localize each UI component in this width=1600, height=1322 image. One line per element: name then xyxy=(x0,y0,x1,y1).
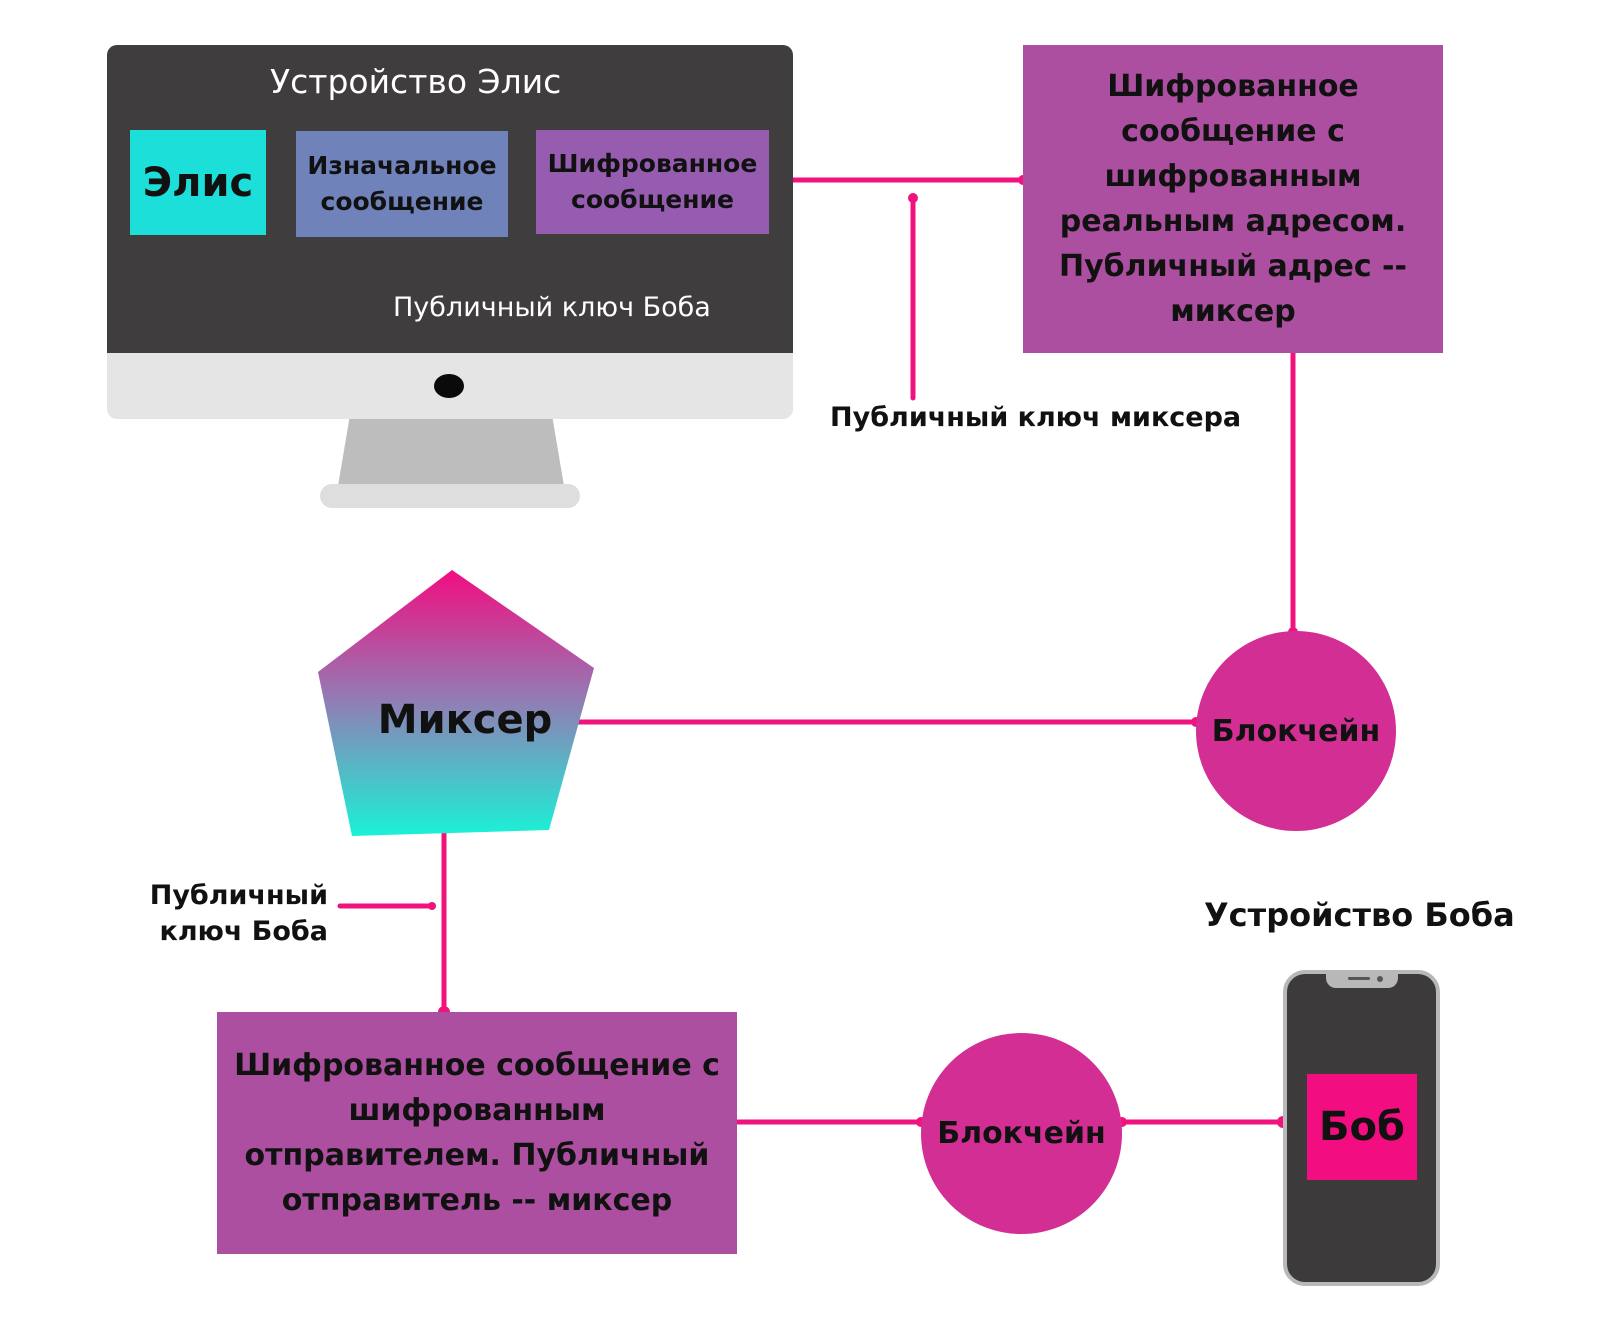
connector-dot xyxy=(908,193,918,203)
encrypted-real-address-box: Шифрованное сообщение с шифрованным реал… xyxy=(1023,45,1443,353)
encrypted-message-label: Шифрованное сообщение xyxy=(547,148,758,214)
phone-camera-icon xyxy=(1377,976,1383,982)
alice-box: Элис xyxy=(130,130,266,235)
connector-dot xyxy=(428,902,436,910)
encrypted-sender-box: Шифрованное сообщение с шифрованным отпр… xyxy=(217,1012,737,1254)
original-message-box: Изначальное сообщение xyxy=(296,131,508,237)
bob-label: Боб xyxy=(1319,1104,1405,1150)
blockchain-lower-label: Блокчейн xyxy=(937,1116,1106,1151)
mixer-pentagon xyxy=(318,570,594,836)
encrypted-message-box: Шифрованное сообщение xyxy=(536,130,769,234)
mixer-label-wrap: Миксер xyxy=(370,690,560,750)
encrypted-real-address-text: Шифрованное сообщение с шифрованным реал… xyxy=(1059,69,1407,329)
bob-device-title: Устройство Боба xyxy=(1204,896,1515,934)
monitor-camera-icon xyxy=(434,374,464,398)
alice-device-title: Устройство Элис xyxy=(270,62,562,101)
encrypted-sender-text: Шифрованное сообщение с шифрованным отпр… xyxy=(234,1048,720,1218)
mixer-label: Миксер xyxy=(377,697,553,743)
blockchain-upper-circle: Блокчейн xyxy=(1196,631,1396,831)
phone-speaker-icon xyxy=(1348,977,1370,980)
blockchain-lower-circle: Блокчейн xyxy=(921,1033,1122,1234)
monitor-base xyxy=(320,484,580,508)
alice-label: Элис xyxy=(142,159,254,206)
blockchain-upper-label: Блокчейн xyxy=(1211,713,1381,749)
bob-public-key-lower-label: Публичный ключ Боба xyxy=(149,880,328,948)
original-message-label: Изначальное сообщение xyxy=(307,150,497,216)
bob-public-key-upper-label: Публичный ключ Боба xyxy=(393,292,711,323)
bob-box: Боб xyxy=(1307,1074,1417,1180)
mixer-public-key-label: Публичный ключ миксера xyxy=(830,402,1242,433)
monitor-stand xyxy=(338,419,564,486)
